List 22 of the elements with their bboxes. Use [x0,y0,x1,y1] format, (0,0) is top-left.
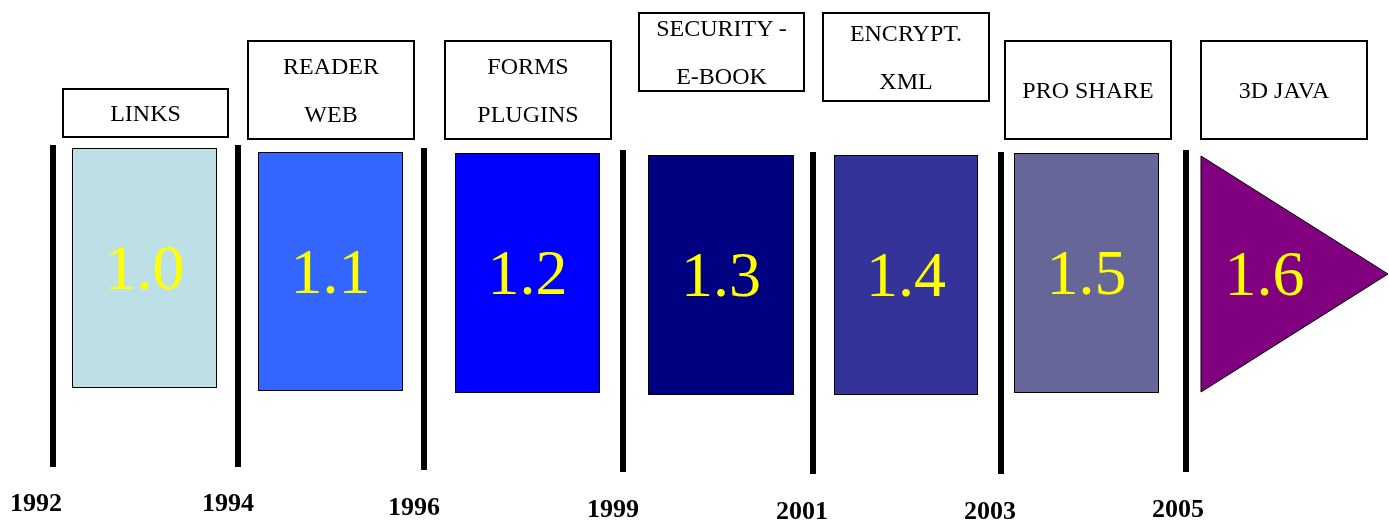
year-label: 1996 [388,492,440,522]
feature-label: PRO SHARE [1004,40,1172,140]
year-label: 2005 [1152,494,1204,524]
feature-label: ENCRYPT. XML [822,12,990,102]
version-box: 1.0 [72,148,217,388]
year-label: 2003 [964,496,1016,526]
year-label: 1992 [10,488,62,518]
version-arrow [1200,155,1389,393]
version-box: 1.4 [834,155,978,395]
version-box: 1.3 [648,155,794,395]
year-label: 1994 [202,488,254,518]
version-box: 1.1 [258,152,403,391]
version-box: 1.2 [455,153,600,393]
feature-label: READER WEB [247,40,415,140]
year-label: 2001 [776,496,828,526]
version-number: 1.6 [1224,237,1305,311]
feature-label: SECURITY -E-BOOK [638,12,805,92]
year-label: 1999 [587,494,639,524]
feature-label: 3D JAVA [1200,40,1368,140]
feature-label: FORMS PLUGINS [444,40,612,140]
version-box: 1.5 [1014,153,1159,393]
feature-label: LINKS [62,88,229,138]
